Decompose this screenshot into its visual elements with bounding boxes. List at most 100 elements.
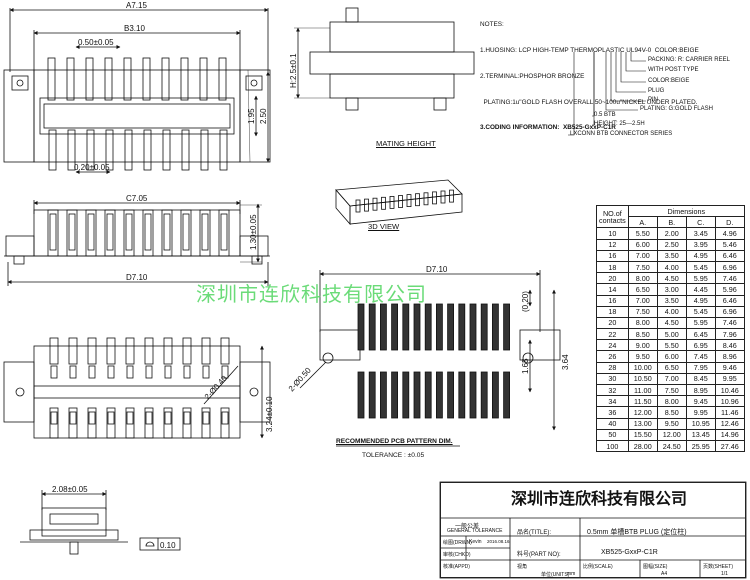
code-legend-item: HEIGHT: 25---2.5H [594, 121, 645, 127]
table-cell: 4.00 [656, 260, 687, 274]
side-view [4, 200, 270, 286]
bottom-pin-upper [106, 337, 116, 365]
table-cell: 9.95 [685, 406, 716, 419]
bottom-pin-upper [144, 337, 154, 365]
small-side-view [20, 490, 181, 555]
bottom-pin-upper [125, 337, 135, 365]
side-pin-inner [106, 213, 114, 251]
top-pin-lower [105, 129, 114, 171]
side-pin [47, 209, 59, 257]
table-cell: 20 [596, 316, 629, 330]
bottom-pin-lower-inner [164, 411, 172, 425]
part-label: 料号(PART NO): [517, 552, 561, 558]
dim-pcb-364: 3.64 [561, 354, 570, 370]
scale-label: 比例(SCALE) [583, 564, 613, 570]
bottom-pin-lower-inner [69, 411, 77, 425]
iso-pin [372, 197, 378, 211]
table-cell: 7.96 [714, 328, 745, 341]
table-cell: 8.00 [627, 272, 658, 285]
size-value: A4 [661, 571, 668, 577]
legend-leader [630, 52, 646, 62]
table-cell: 50 [596, 428, 629, 441]
table-cell: 6.96 [714, 305, 745, 318]
dim-height324: 3.24±0.10 [265, 396, 274, 432]
side-pin [142, 209, 154, 257]
table-cell: 4.50 [656, 272, 687, 285]
side-pin-inner [87, 213, 95, 251]
table-cell: 40 [596, 417, 629, 430]
bottom-pin-lower-inner [145, 411, 153, 425]
dim-a: A7.15 [126, 1, 147, 10]
iso-pin [389, 195, 395, 209]
code-legend-leaders [568, 52, 646, 136]
table-cell: 9.95 [714, 372, 745, 386]
pcb-pattern [299, 270, 561, 447]
table-cell: 26 [596, 350, 629, 363]
table-cell: 6.95 [685, 339, 716, 352]
side-pin-inner [201, 213, 209, 251]
notes-block: NOTES: 1.HUOSING: LCP HIGH-TEMP THERMOPL… [480, 4, 699, 142]
bottom-pin-lower [49, 407, 59, 439]
legend-leader [620, 52, 646, 83]
table-cell: 4.50 [656, 316, 687, 330]
table-cell: 8.95 [685, 383, 716, 397]
table-cell: 36 [596, 406, 629, 419]
pcb-pad-upper [447, 303, 455, 351]
side-pin [161, 209, 173, 257]
pcb-pad-upper [357, 303, 365, 351]
table-cell: 8.96 [714, 350, 745, 363]
bottom-pin-upper [201, 337, 211, 365]
legend-leader [610, 52, 646, 102]
table-cell: 4.00 [656, 305, 687, 318]
company-name: 深圳市连欣科技有限公司 [511, 489, 688, 508]
top-pin-upper [104, 57, 113, 101]
bottom-pin-upper [68, 337, 78, 365]
pcb-pad-upper [480, 303, 488, 351]
table-cell: 5.00 [656, 328, 687, 341]
bottom-pin-lower [87, 407, 97, 439]
top-pin-lower [86, 129, 95, 171]
side-pin [104, 209, 116, 257]
table-cell: 3.50 [656, 294, 687, 307]
top-pin-upper [161, 57, 170, 101]
iso-pin [449, 189, 454, 203]
table-cell: 7.46 [714, 272, 745, 285]
table-cell: 5.50 [627, 227, 658, 240]
table-cell: 6.96 [714, 260, 745, 274]
check-label: 审核(CHKD) [443, 552, 471, 558]
table-cell: 27.46 [714, 439, 745, 453]
table-cell: 7.00 [627, 249, 658, 262]
iso-pin [423, 192, 429, 206]
pcb-pad-lower [469, 371, 477, 419]
top-pin-upper [180, 57, 189, 101]
top-pin-upper [199, 57, 208, 101]
table-cell: 25.95 [685, 439, 716, 453]
table-cell: 6.46 [714, 294, 745, 307]
iso-pin [355, 199, 361, 213]
legend-leader [592, 52, 595, 126]
table-cell: 8.00 [656, 395, 687, 408]
view-label: 视角 [517, 564, 528, 570]
top-view [3, 8, 271, 174]
table-cell: 4.95 [685, 249, 716, 262]
pcb-pad-lower [379, 371, 387, 419]
bottom-view [3, 337, 271, 439]
table-cell: 12.46 [714, 417, 745, 430]
table-cell: 9.45 [685, 395, 716, 408]
table-cell: 5.96 [714, 283, 745, 296]
iso-pin [364, 198, 369, 212]
table-cell: 9.50 [656, 417, 687, 430]
pcb-pad-lower [480, 371, 488, 419]
bottom-pin-lower [220, 407, 230, 439]
pcb-pad-upper [458, 303, 466, 351]
table-cell: 5.95 [685, 272, 716, 285]
